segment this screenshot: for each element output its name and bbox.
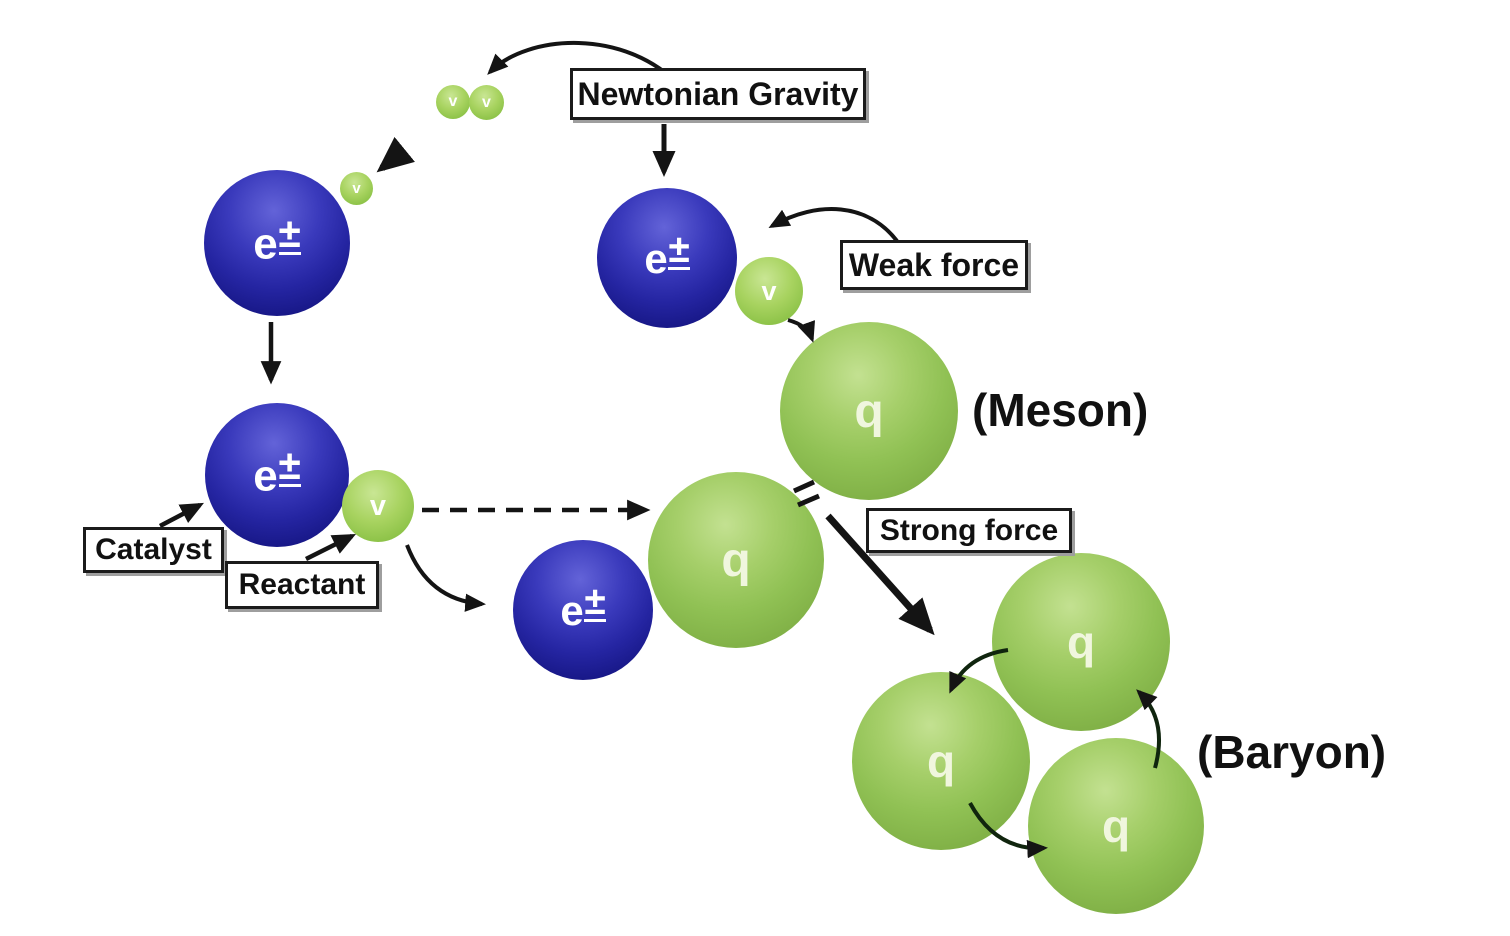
neutrino-label: v — [369, 489, 387, 522]
neutrino-reactant: v — [342, 470, 414, 542]
quark-sphere-middle: q — [648, 472, 824, 648]
newtonian-gravity-label: Newtonian Gravity — [570, 68, 866, 120]
quark-label: q — [854, 384, 884, 438]
electron-label: e± — [253, 442, 301, 501]
quark-label: q — [1101, 800, 1131, 852]
weak-force-pointer-arrow-icon — [768, 207, 899, 243]
neutrino-capture-arrow-icon — [376, 136, 415, 173]
strong-force-label: Strong force — [866, 508, 1072, 553]
neutrino-label: v — [448, 93, 458, 110]
neutrino-weak-force: v — [735, 257, 803, 325]
quark-sphere-baryon-left: q — [852, 672, 1030, 850]
electron-label: e± — [253, 210, 301, 269]
neutrino-label: v — [482, 93, 491, 111]
neutrino-label: v — [761, 275, 777, 306]
quark-sphere-baryon-right: q — [1028, 738, 1204, 914]
neutrino-to-electron-arrow-icon — [405, 544, 486, 612]
neutrino-to-meson-arrow-icon — [787, 318, 816, 343]
quark-label: q — [926, 735, 956, 787]
meson-bond-tick-icon — [792, 479, 816, 494]
catalyst-pointer-arrow-icon — [158, 502, 204, 528]
catalyst-label: Catalyst — [83, 527, 224, 573]
electron-sphere-catalyst: e± — [205, 403, 349, 547]
neutrino-on-electron: v — [340, 172, 373, 205]
electron-sphere-top-left: e± — [204, 170, 350, 316]
reactant-pointer-arrow-icon — [304, 533, 357, 562]
weak-force-label: Weak force — [840, 240, 1028, 290]
electron-sphere-product: e± — [513, 540, 653, 680]
electron-label: e± — [560, 579, 606, 634]
reactant-label: Reactant — [225, 561, 379, 609]
neutrino-pair-right: v — [469, 85, 504, 120]
quark-label: q — [721, 533, 751, 587]
neutrino-label: v — [352, 180, 361, 197]
electron-sphere-top-right: e± — [597, 188, 737, 328]
baryon-annotation: (Baryon) — [1197, 726, 1387, 778]
quark-sphere-baryon-top: q — [992, 553, 1170, 731]
neutrino-pair-left: v — [436, 85, 470, 119]
quark-sphere-meson: q — [780, 322, 958, 500]
meson-annotation: (Meson) — [972, 384, 1149, 436]
quark-label: q — [1066, 616, 1096, 668]
electron-label: e± — [644, 227, 690, 282]
